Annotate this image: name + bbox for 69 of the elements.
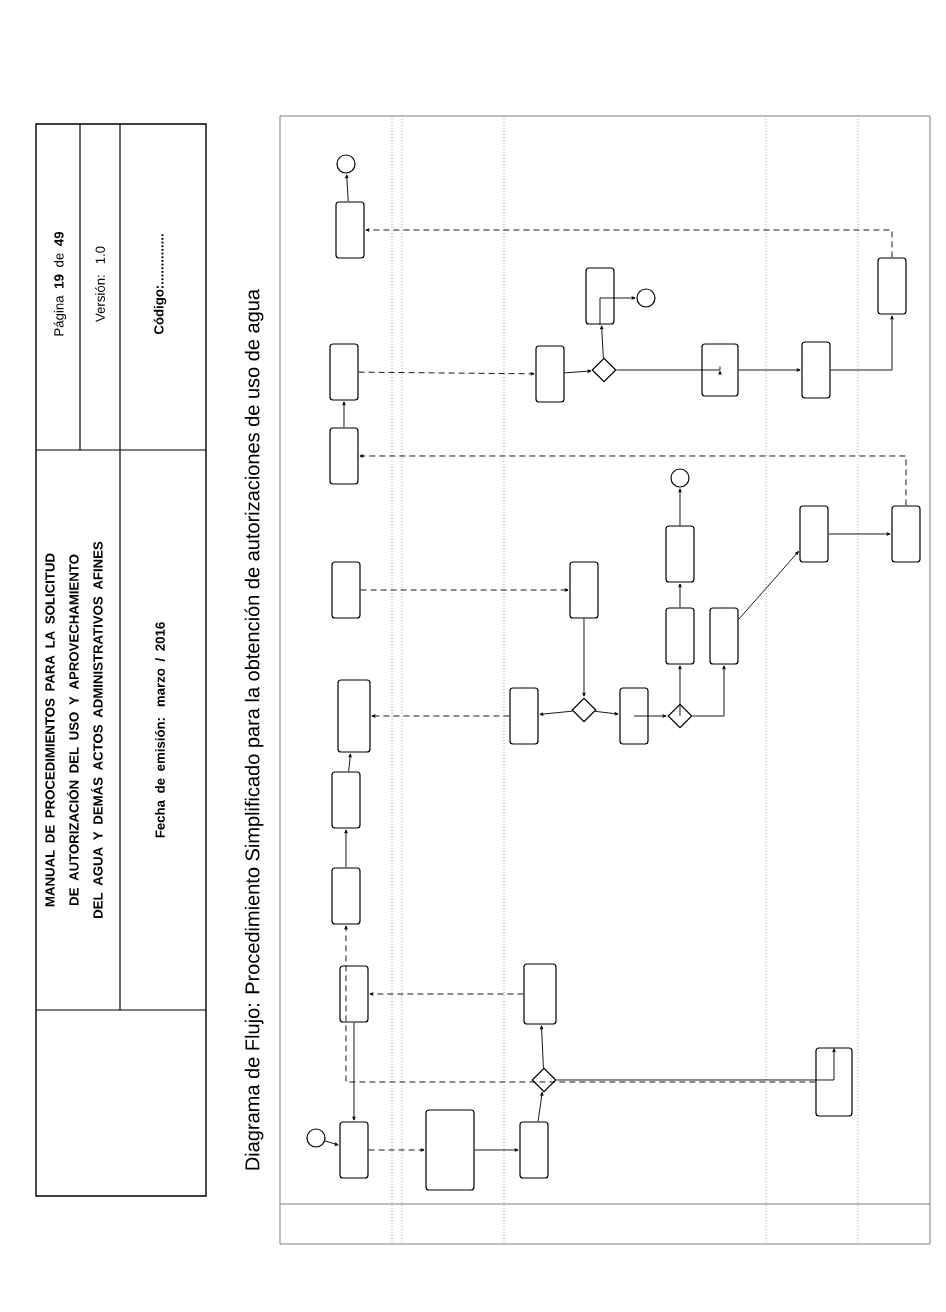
gateway-diamond: [667, 703, 693, 729]
task-box: [425, 1109, 475, 1191]
arrow: [830, 315, 894, 371]
arrow: [369, 992, 524, 996]
arrow: [599, 296, 636, 326]
task-box: [801, 341, 831, 399]
arrow: [348, 753, 352, 772]
task-box: [709, 607, 739, 665]
arrow: [365, 228, 893, 258]
arrow: [358, 371, 535, 376]
arrow: [359, 454, 907, 506]
task-box: [331, 867, 361, 925]
task-box: [331, 771, 361, 829]
arrow: [738, 551, 799, 620]
arrow: [738, 368, 801, 372]
arrow: [600, 325, 604, 359]
task-box: [585, 267, 615, 325]
task-box: [815, 1047, 853, 1117]
diagram-title: Diagrama de Flujo: Procedimiento Simplificado para la obtención de autorizaciones de uso de agua: [244, 289, 264, 1170]
arrow: [474, 1148, 519, 1152]
arrow: [594, 710, 619, 716]
task-box: [339, 965, 369, 1023]
task-box: [329, 343, 359, 401]
arrow: [678, 583, 682, 608]
task-box: [509, 687, 539, 745]
task-box: [665, 525, 695, 583]
arrow: [539, 710, 573, 716]
arrow: [539, 1025, 544, 1069]
arrow: [537, 1091, 544, 1122]
gateway-diamond: [571, 697, 597, 723]
arrow: [344, 829, 348, 868]
event-circle: [636, 288, 656, 308]
arrow: [352, 1022, 356, 1121]
arrow: [360, 588, 569, 592]
arrow: [371, 714, 510, 718]
arrow: [828, 532, 891, 536]
arrow: [342, 401, 346, 428]
arrow: [616, 365, 722, 375]
gateway-diamond: [591, 357, 617, 383]
task-box: [329, 427, 359, 485]
task-box: [523, 963, 557, 1025]
task-box: [335, 201, 365, 259]
task-box: [877, 257, 907, 315]
arrow: [633, 714, 667, 718]
arrow: [345, 174, 349, 202]
task-box: [665, 607, 695, 665]
arrow: [564, 369, 592, 374]
task-box: [535, 345, 565, 403]
task-box: [799, 505, 829, 563]
task-box: [619, 687, 649, 745]
arrow: [692, 665, 726, 717]
event-circle: [670, 468, 690, 488]
event-circle: [306, 1128, 326, 1148]
task-box: [569, 561, 599, 619]
task-box: [891, 505, 921, 563]
task-box: [339, 1121, 369, 1179]
gateway-diamond: [531, 1067, 557, 1093]
arrow: [368, 1148, 425, 1152]
arrow: [556, 1048, 836, 1081]
task-box: [331, 561, 361, 619]
arrow: [344, 925, 816, 1083]
task-box: [337, 679, 371, 753]
arrow: [678, 488, 682, 526]
arrow: [678, 665, 682, 717]
task-box: [519, 1121, 549, 1179]
event-circle: [336, 154, 356, 174]
arrow: [582, 618, 586, 697]
task-box: [701, 343, 739, 397]
arrow: [324, 1140, 339, 1146]
